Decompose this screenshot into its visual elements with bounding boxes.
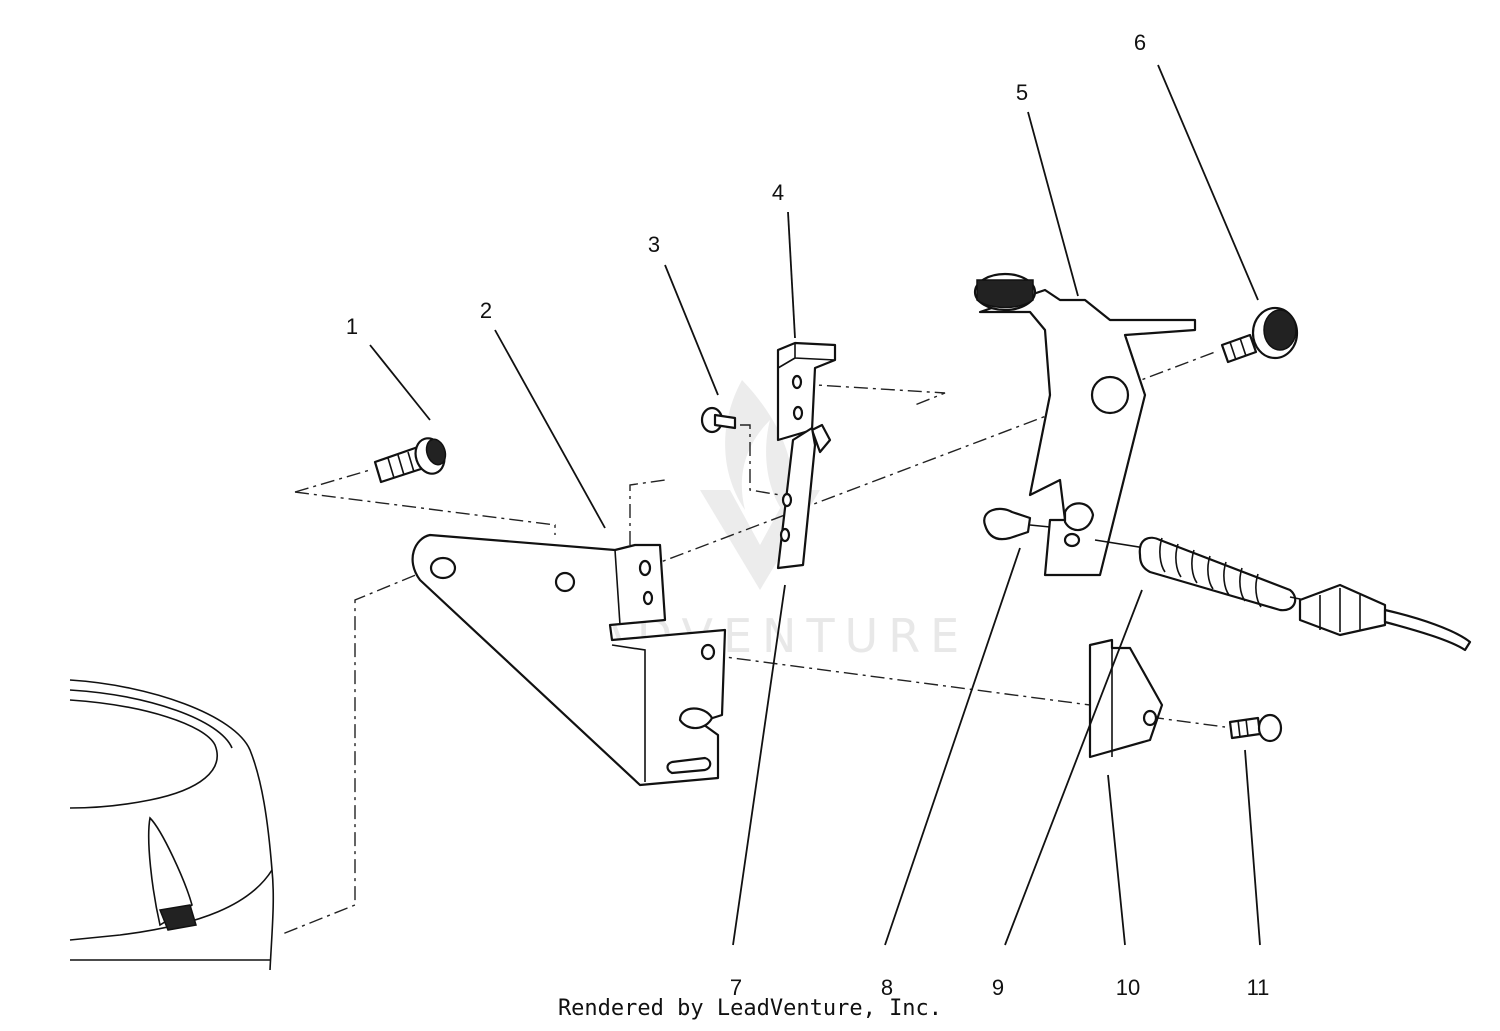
part-2-mounting-bracket: [411, 533, 727, 787]
callout-3: 3: [648, 232, 660, 257]
part-4-clip: [776, 341, 837, 454]
callout-labels: 1 2 3 4 5 6 7 8 9 10 11: [346, 30, 1270, 1000]
render-credit: Rendered by LeadVenture, Inc.: [557, 996, 943, 1021]
part-3-pin: [700, 406, 737, 434]
part-9-cable-spring: [1094, 536, 1472, 652]
callout-11: 11: [1247, 975, 1270, 1000]
leader-8: [884, 547, 1021, 946]
part-10-plate: [1088, 638, 1164, 759]
hex-bolt-icon: [158, 904, 197, 931]
leader-11: [1244, 749, 1261, 946]
leader-1: [369, 344, 431, 421]
callout-7: 7: [730, 975, 742, 1000]
part-11-screw: [1228, 713, 1283, 743]
part-5-control-lever: [973, 272, 1197, 577]
engine-housing: [69, 679, 275, 971]
part-6-shoulder-bolt: [1220, 306, 1299, 364]
callout-1: 1: [346, 314, 358, 339]
leader-9: [1004, 589, 1143, 946]
leader-5: [1027, 111, 1079, 297]
leader-3: [664, 264, 719, 396]
watermark-flame-icon: [725, 380, 794, 520]
callout-6: 6: [1134, 30, 1146, 55]
callout-2: 2: [480, 298, 492, 323]
callout-leaders: [369, 64, 1261, 946]
part-1-bolt: [373, 437, 447, 484]
callout-9: 9: [992, 975, 1004, 1000]
callout-8: 8: [881, 975, 893, 1000]
leader-4: [787, 211, 796, 339]
callout-4: 4: [772, 180, 784, 205]
lever-knob-icon: [976, 279, 1034, 309]
part-7-link: [776, 426, 817, 570]
callout-10: 10: [1116, 975, 1140, 1000]
callout-5: 5: [1016, 80, 1028, 105]
leader-6: [1157, 64, 1259, 301]
leader-2: [494, 329, 606, 529]
leader-10: [1107, 774, 1126, 946]
leader-7: [732, 584, 786, 946]
part-8-cable-knob: [983, 507, 1051, 541]
